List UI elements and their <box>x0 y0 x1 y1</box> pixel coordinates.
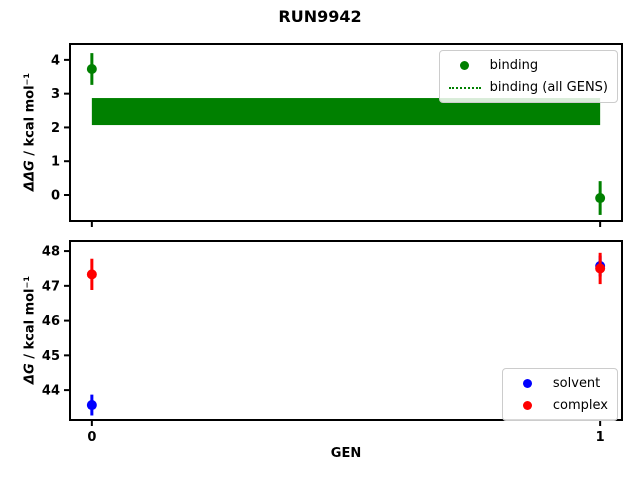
top-legend: binding binding (all GENS) <box>438 50 618 103</box>
legend-label-binding: binding <box>489 58 539 73</box>
x-tick-label: 1 <box>596 430 605 445</box>
bottom-legend: solvent complex <box>501 368 618 421</box>
binding-all-gens-dotted-line-icon <box>448 86 481 89</box>
bottom-y-axis-label-symbol: ΔG <box>22 363 38 385</box>
y-tick-label: 3 <box>51 87 60 102</box>
axes-frame <box>69 43 623 222</box>
solvent-data-point <box>86 400 97 411</box>
complex-data-point <box>86 269 97 280</box>
binding-data-point <box>86 63 97 74</box>
complex-dot-icon <box>523 401 533 410</box>
legend-marker-cell <box>512 401 544 410</box>
y-tick-label: 45 <box>42 349 60 364</box>
legend-marker-cell <box>512 379 544 388</box>
legend-entry-solvent: solvent <box>512 374 608 393</box>
bottom-y-axis-label-units: / kcal mol⁻¹ <box>22 275 38 364</box>
legend-entry-complex: complex <box>512 396 608 415</box>
top-y-axis-label: ΔΔG / kcal mol⁻¹ <box>23 73 38 191</box>
legend-entry-binding: binding <box>449 56 608 75</box>
y-tick-label: 1 <box>51 155 60 170</box>
legend-label-solvent: solvent <box>552 376 601 391</box>
top-y-axis-label-symbol: ΔΔG <box>22 160 38 192</box>
top-y-axis-label-units: / kcal mol⁻¹ <box>22 72 38 161</box>
y-tick-label: 44 <box>42 384 60 399</box>
y-tick-label: 0 <box>51 188 60 203</box>
legend-label-binding-all-gens: binding (all GENS) <box>489 80 608 95</box>
y-tick-label: 2 <box>51 121 60 136</box>
bottom-y-axis-label: ΔG / kcal mol⁻¹ <box>23 276 38 384</box>
y-tick-label: 46 <box>42 314 60 329</box>
x-axis-label: GEN <box>330 446 362 461</box>
legend-entry-binding-all-gens: binding (all GENS) <box>448 78 608 97</box>
solvent-dot-icon <box>523 379 533 388</box>
y-tick-label: 4 <box>51 53 60 68</box>
axes-frame <box>69 240 623 421</box>
binding-data-point <box>595 193 606 204</box>
legend-marker-cell <box>448 86 481 89</box>
x-tick-label: 0 <box>87 430 96 445</box>
y-tick-label: 47 <box>42 279 60 294</box>
legend-marker-cell <box>449 61 481 70</box>
legend-label-complex: complex <box>552 398 608 413</box>
figure-title: RUN9942 <box>278 7 362 26</box>
binding-dot-icon <box>460 61 470 70</box>
complex-data-point <box>595 263 606 274</box>
y-tick-label: 48 <box>42 245 60 260</box>
